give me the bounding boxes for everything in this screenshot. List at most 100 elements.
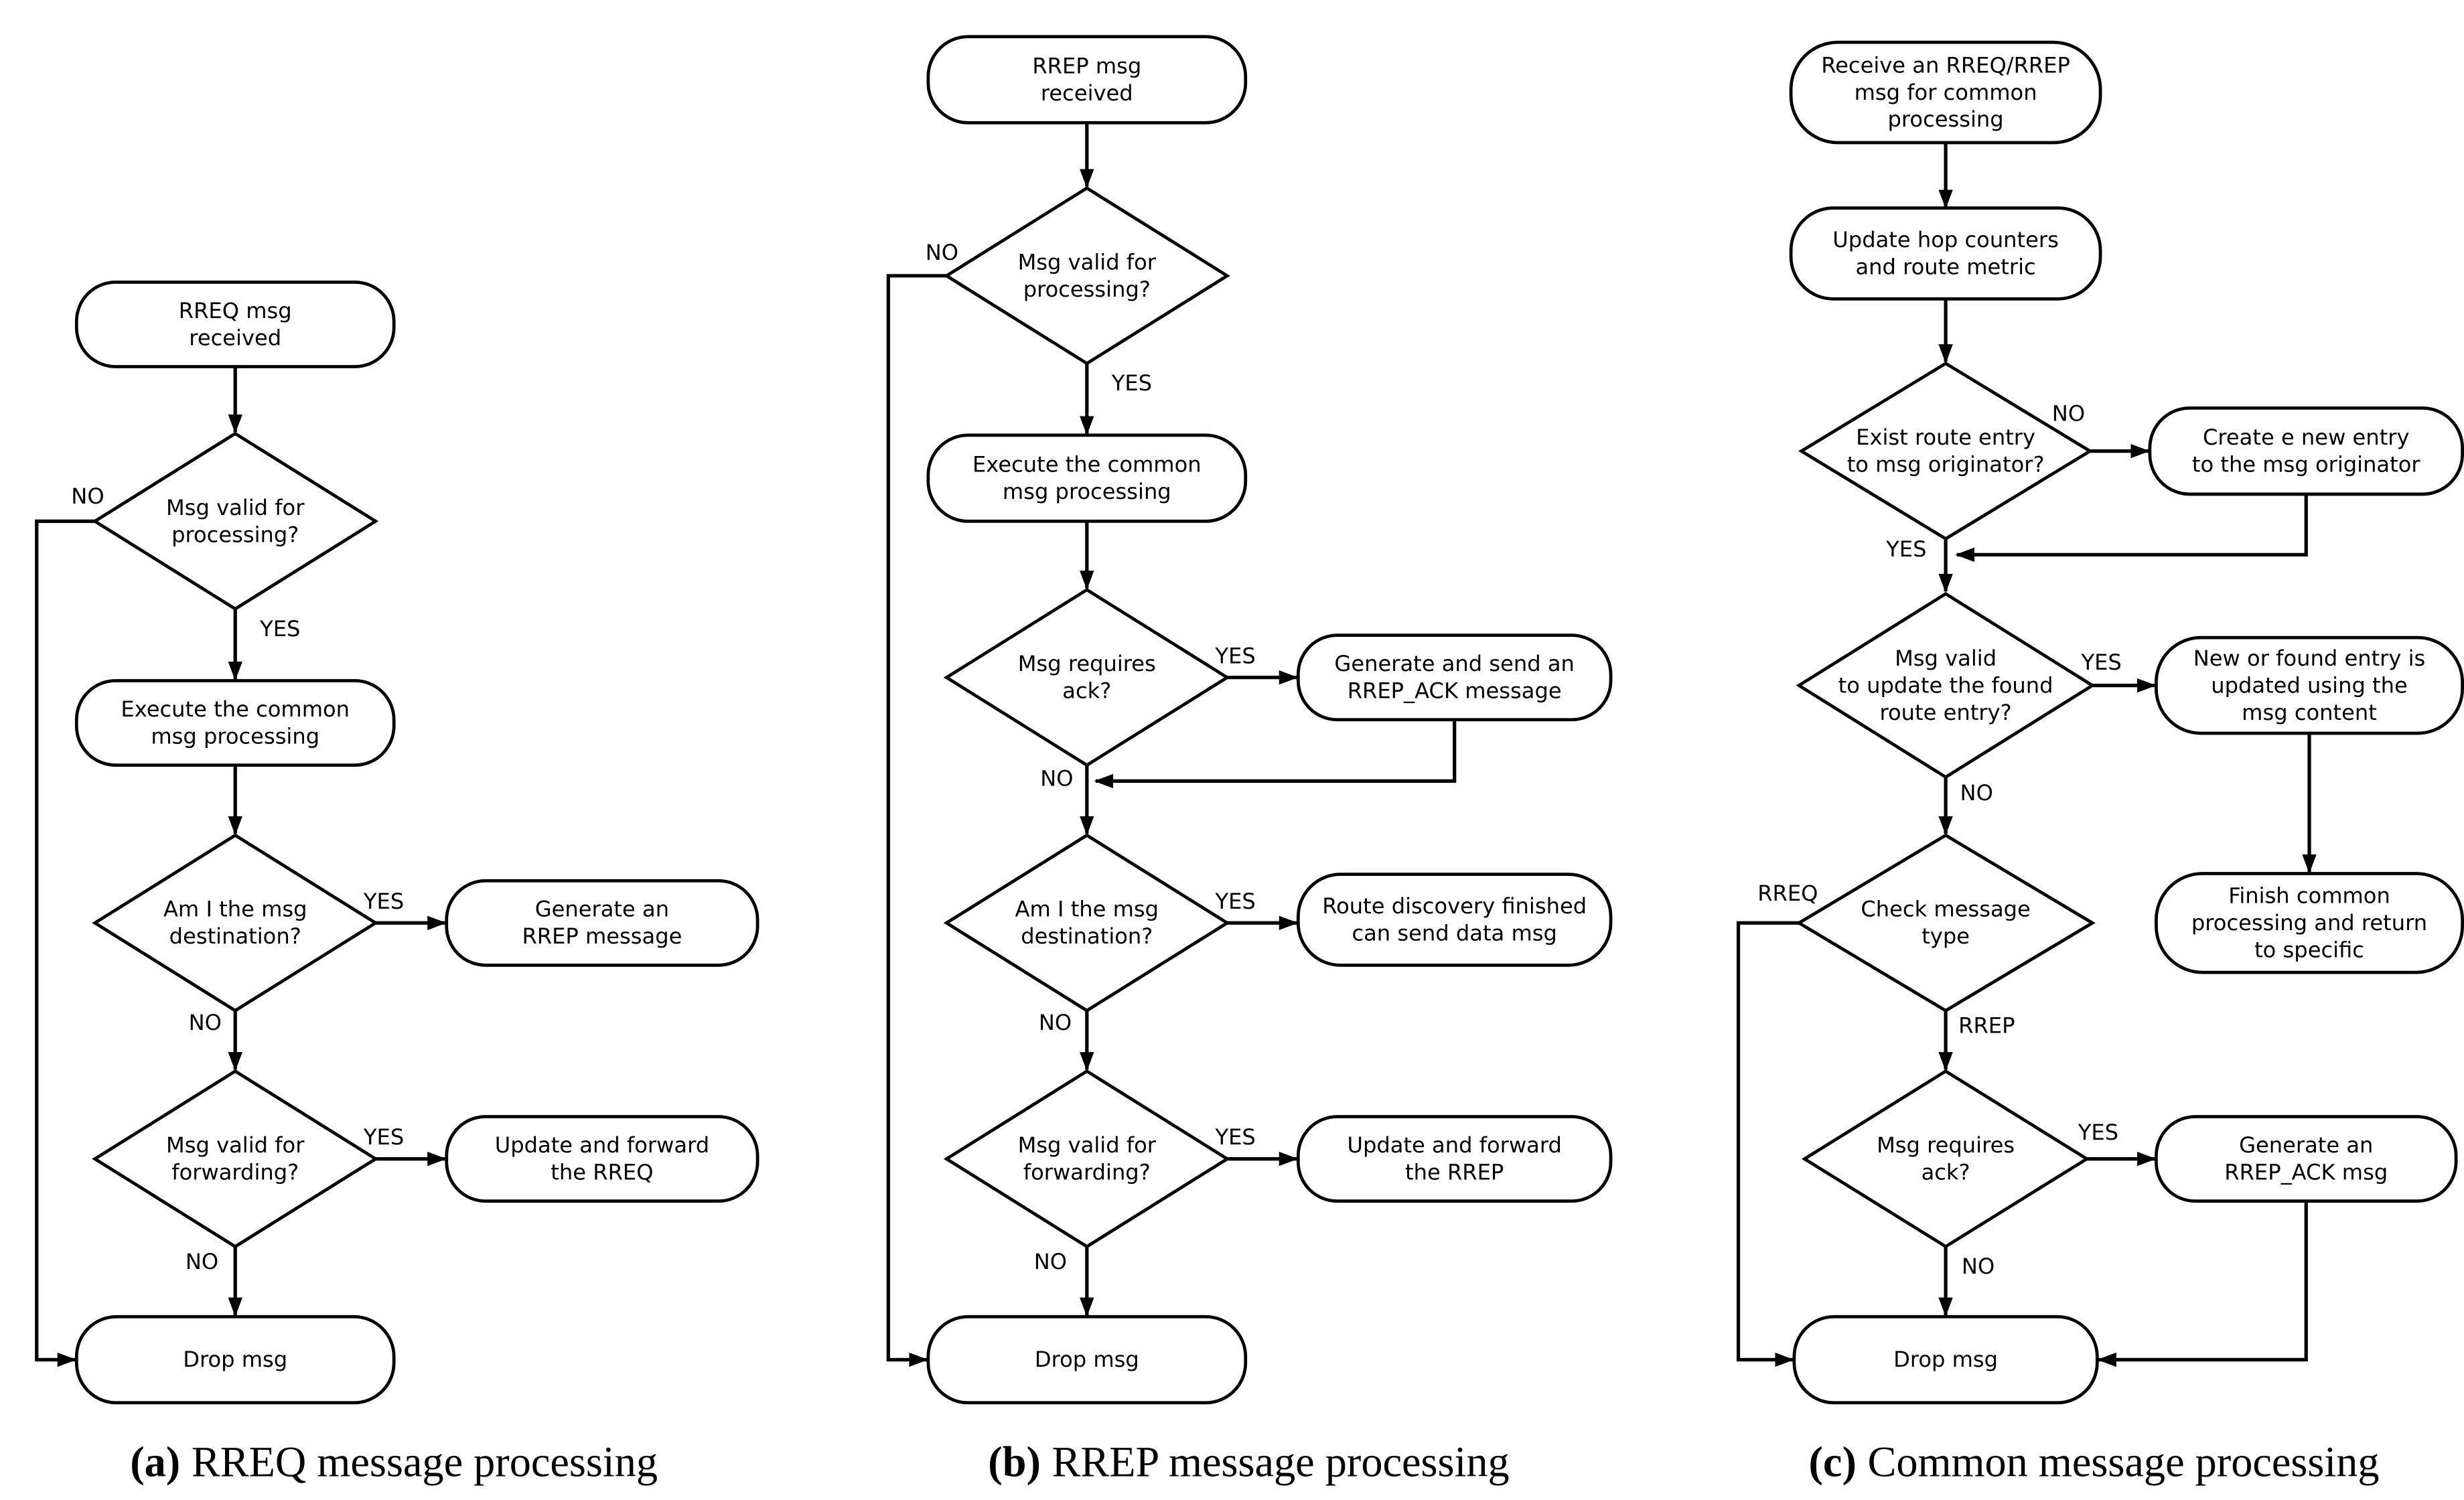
node-label: RREP_ACK message bbox=[1348, 678, 1562, 704]
node-label: updated using the bbox=[2211, 672, 2408, 698]
terminal-shape bbox=[1296, 873, 1613, 967]
flow-arrow bbox=[35, 519, 95, 1367]
terminal-shape bbox=[1296, 633, 1613, 722]
node-label: Generate an bbox=[2239, 1132, 2373, 1158]
node-label: and route metric bbox=[1855, 254, 2035, 279]
node-label: msg processing bbox=[151, 723, 319, 749]
node-label: Generate an bbox=[535, 897, 669, 922]
edge-label: NO bbox=[1960, 780, 1993, 806]
terminal-shape bbox=[2155, 1115, 2458, 1203]
node-label: ack? bbox=[1922, 1160, 1970, 1185]
node-label: Execute the common bbox=[972, 452, 1202, 477]
node-label: Msg valid bbox=[1895, 646, 1997, 671]
node-label: processing? bbox=[1023, 277, 1151, 302]
node-label: Drop msg bbox=[1035, 1347, 1139, 1372]
terminal-shape bbox=[2155, 872, 2464, 974]
decision-shape bbox=[1796, 833, 2096, 1012]
decision-shape bbox=[943, 186, 1230, 366]
node-label: msg processing bbox=[1003, 479, 1171, 504]
edge-label: YES bbox=[1214, 1124, 1255, 1150]
edge-label: NO bbox=[2052, 400, 2085, 426]
node-label: Receive an RREQ/RREP bbox=[1821, 52, 2070, 78]
node-label: ack? bbox=[1062, 678, 1111, 704]
node-label: to msg originator? bbox=[1847, 452, 2045, 477]
node-label: Msg valid for bbox=[166, 495, 305, 520]
node-label: Drop msg bbox=[1893, 1347, 1998, 1372]
node-label: Msg requires bbox=[1018, 651, 1156, 676]
node-label: forwarding? bbox=[1023, 1160, 1151, 1185]
edge-label: NO bbox=[926, 240, 958, 265]
chart-caption: (b)RREP message processing bbox=[988, 1438, 1509, 1485]
node-label: to update the found bbox=[1838, 672, 2053, 698]
node-label: destination? bbox=[1021, 923, 1153, 949]
node-c-drop-msg: Drop msg bbox=[1792, 1315, 2099, 1405]
node-label: Msg valid for bbox=[1018, 249, 1157, 275]
node-label: Drop msg bbox=[183, 1347, 287, 1372]
node-label: msg for common bbox=[1855, 80, 2037, 105]
node-label: New or found entry is bbox=[2193, 646, 2426, 671]
decision-shape bbox=[92, 431, 379, 611]
node-label: received bbox=[1041, 80, 1133, 106]
node-label: Update and forward bbox=[1347, 1132, 1561, 1158]
caption-label: (b) bbox=[988, 1438, 1041, 1485]
caption-text: Common message processing bbox=[1868, 1438, 2380, 1485]
chart-caption: (a) RREQ message processing bbox=[130, 1438, 658, 1485]
node-label: route entry? bbox=[1880, 700, 2012, 725]
node-label: processing bbox=[1888, 106, 2004, 132]
flow-arrow bbox=[1736, 921, 1800, 1367]
decision-shape bbox=[943, 587, 1230, 767]
node-label: RREP msg bbox=[1032, 54, 1141, 79]
flow-arrow bbox=[1094, 719, 1457, 789]
terminal-shape bbox=[926, 433, 1248, 523]
edge-label: YES bbox=[2081, 650, 2122, 675]
node-label: Update hop counters bbox=[1832, 227, 2059, 252]
terminal-shape bbox=[2155, 635, 2464, 735]
terminal-shape bbox=[926, 35, 1248, 125]
caption-text: RREP message processing bbox=[1052, 1438, 1510, 1485]
edge-label: NO bbox=[1034, 1249, 1067, 1274]
edge-label: NO bbox=[71, 483, 104, 509]
node-label: processing? bbox=[171, 522, 299, 547]
node-label: msg content bbox=[2242, 700, 2377, 725]
edge-label: NO bbox=[1039, 1010, 1072, 1035]
edge-label: NO bbox=[1040, 766, 1073, 792]
node-label: type bbox=[1922, 923, 1970, 949]
chart-caption: (c)Common message processing bbox=[1809, 1438, 2380, 1485]
edge-label: YES bbox=[1111, 370, 1152, 396]
terminal-shape bbox=[2148, 406, 2464, 496]
node-label: received bbox=[189, 325, 281, 350]
node-label: the RREQ bbox=[551, 1160, 653, 1185]
edge-label: NO bbox=[189, 1010, 222, 1035]
edge-label: NO bbox=[1962, 1254, 1995, 1279]
node-label: Msg valid for bbox=[166, 1132, 305, 1158]
edge-label: YES bbox=[259, 616, 300, 642]
node-label: processing and return bbox=[2191, 910, 2427, 935]
edge-label: YES bbox=[363, 889, 404, 914]
node-label: RREP message bbox=[522, 923, 682, 949]
node-label: Execute the common bbox=[121, 696, 350, 722]
caption-label: (a) bbox=[130, 1438, 180, 1485]
node-label: Msg valid for bbox=[1018, 1132, 1157, 1158]
decision-shape bbox=[1798, 361, 2094, 541]
flow-arrow bbox=[1955, 494, 2308, 562]
caption-text: RREQ message processing bbox=[192, 1438, 658, 1485]
terminal-shape bbox=[1792, 1315, 2099, 1405]
node-label: Create e new entry bbox=[2203, 425, 2410, 450]
node-label: Exist route entry bbox=[1856, 425, 2035, 450]
terminal-shape bbox=[926, 1315, 1248, 1405]
